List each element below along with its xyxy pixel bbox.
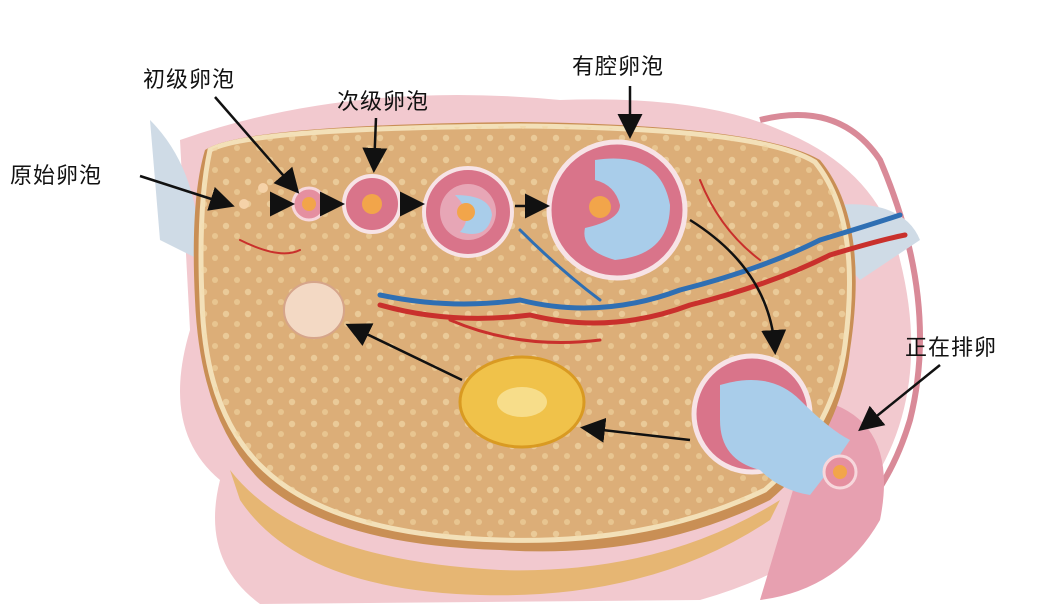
antral-follicle — [546, 139, 688, 281]
label-secondary-follicle: 次级卵泡 — [337, 90, 430, 115]
arrows — [139, 86, 941, 443]
early-antral-follicle — [422, 166, 514, 258]
primordial-follicles — [239, 183, 268, 209]
label-primordial-follicle: 原始卵泡 — [10, 164, 103, 189]
label-ovulating: 正在排卵 — [905, 336, 998, 361]
blood-vessels — [239, 179, 908, 344]
label-primary-follicle: 初级卵泡 — [143, 68, 236, 93]
primary-follicle — [291, 186, 327, 222]
ovulating-follicle — [691, 353, 858, 495]
corpus-luteum — [458, 355, 586, 449]
corpus-albicans — [283, 281, 345, 339]
label-antral-follicle: 有腔卵泡 — [572, 55, 665, 80]
secondary-follicle — [342, 174, 402, 234]
